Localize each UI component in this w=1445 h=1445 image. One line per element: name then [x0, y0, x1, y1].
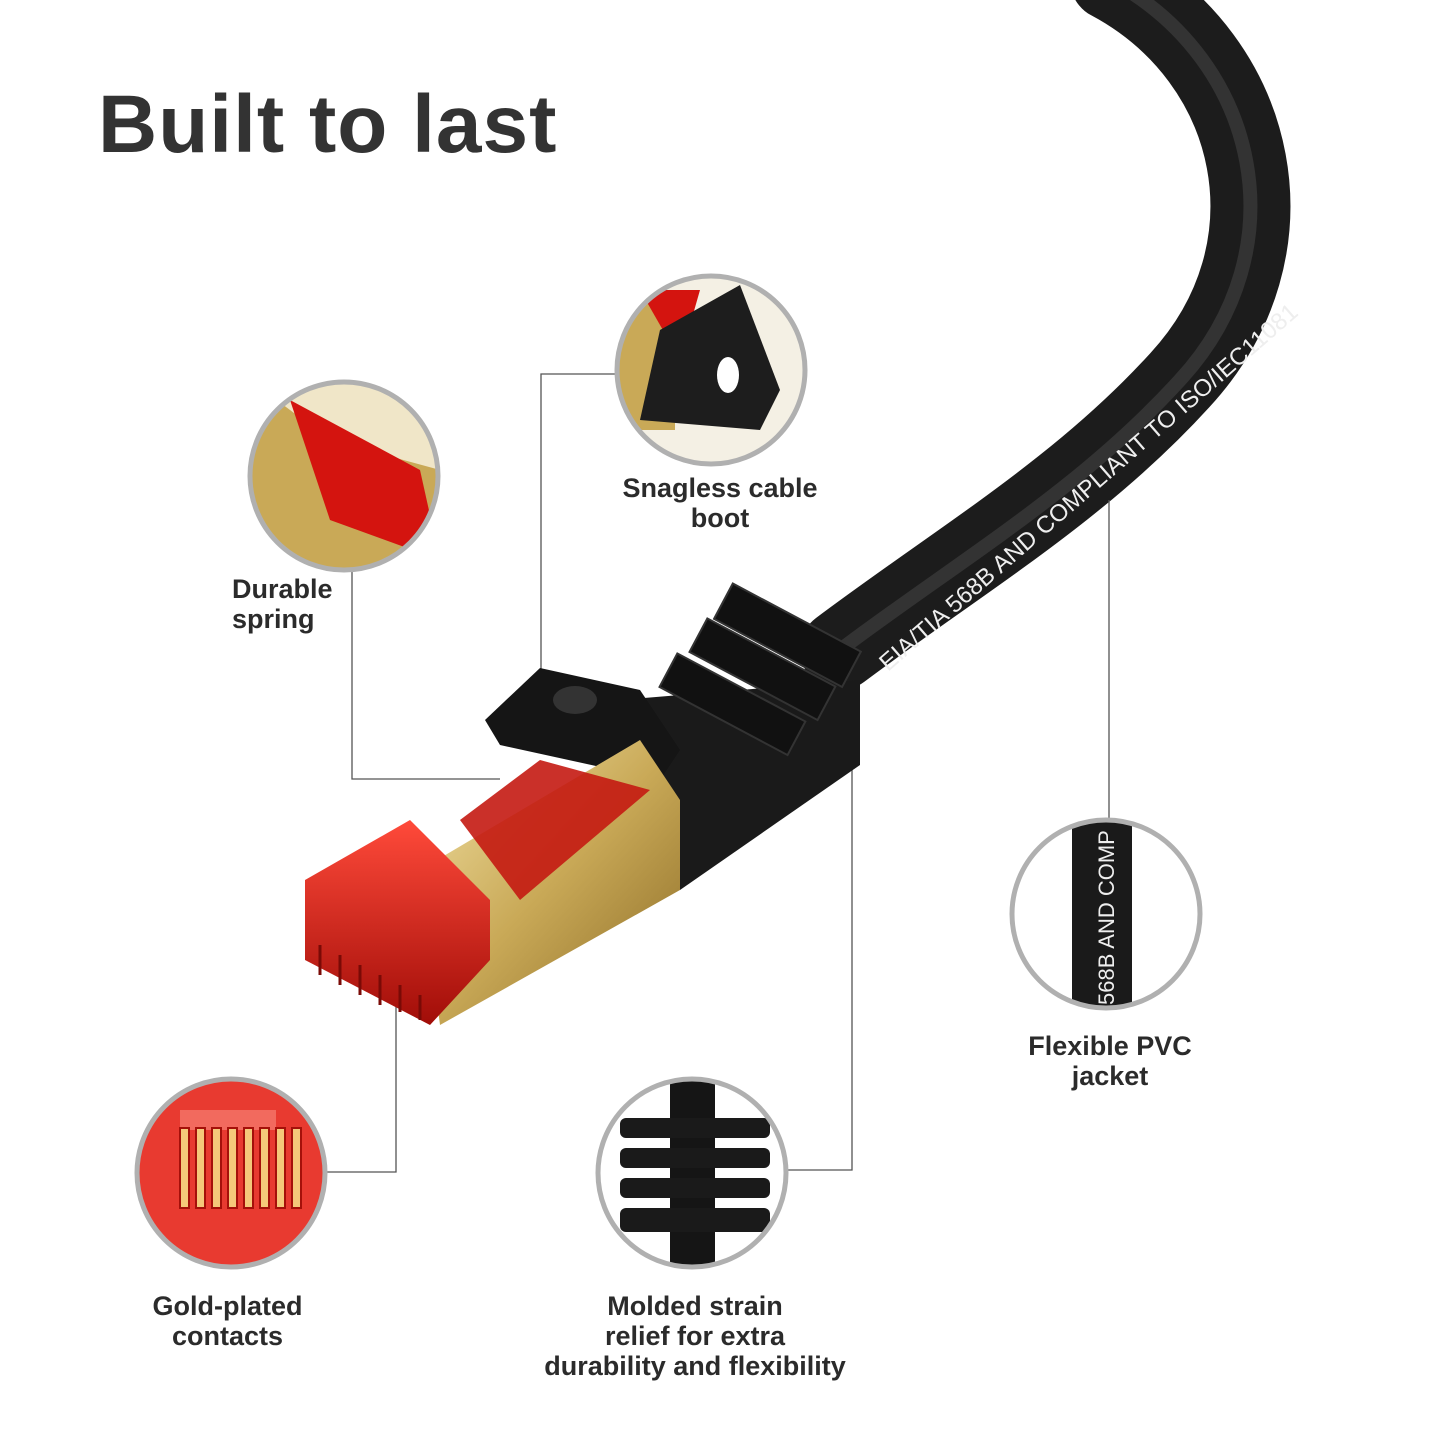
cable-print: EIA/TIA 568B AND COMPLIANT TO ISO/IEC110…: [874, 299, 1303, 677]
latch: [460, 760, 650, 900]
label-strain-relief: Molded strain relief for extra durabilit…: [544, 1291, 846, 1381]
detail-strain: [600, 1081, 784, 1265]
detail-contacts: [139, 1081, 323, 1265]
detail-spring: [252, 384, 436, 568]
leader-line-contacts: [327, 1000, 397, 1173]
label-gold-contacts: Gold-plated contacts: [152, 1291, 303, 1351]
plug-contact-slots: [318, 945, 422, 1020]
strain-relief-ribs: [658, 582, 863, 757]
leader-line-strain: [788, 760, 853, 1171]
cable: [800, 0, 1291, 690]
leader-lines: [327, 373, 1110, 1173]
label-flexible-jacket: Flexible PVC jacket: [1028, 1031, 1192, 1091]
leader-line-boot: [540, 373, 615, 680]
red-plug-head: [305, 820, 490, 1025]
label-snagless-boot: Snagless cable boot: [622, 473, 818, 533]
detail-jacket: 568B AND COMP: [1014, 822, 1198, 1006]
boot-hole: [553, 686, 597, 714]
leader-line-spring: [351, 570, 500, 780]
cable-highlight: [835, 0, 1258, 656]
detail-rings: [134, 273, 1203, 1270]
page-title: Built to last: [98, 79, 558, 170]
zoom-print: 568B AND COMP: [1094, 830, 1119, 1005]
detail-boot: [619, 278, 803, 462]
rj45-connector: [305, 582, 863, 1025]
label-durable-spring: Durable spring: [232, 574, 333, 634]
